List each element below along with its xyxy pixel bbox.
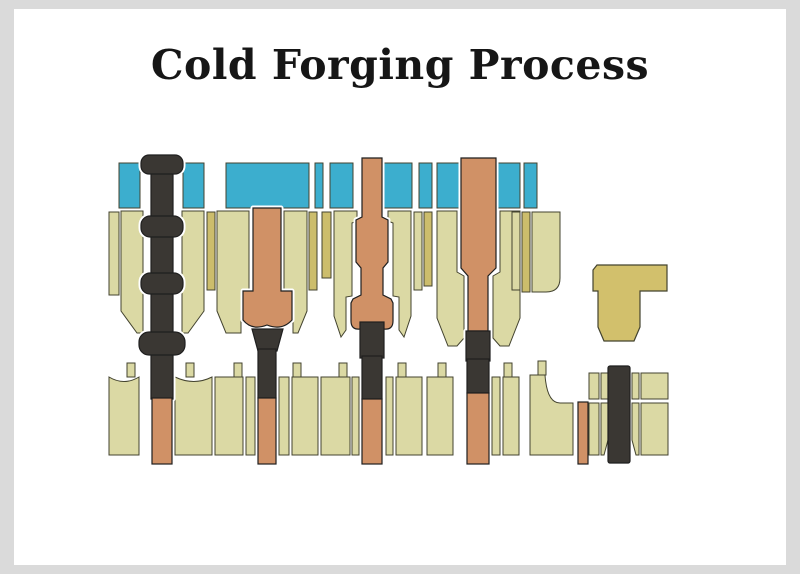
- workpiece-strip: [577, 401, 589, 465]
- bottom-die: [385, 376, 394, 456]
- bottom-die: [351, 376, 360, 456]
- punch-station-2: [257, 348, 277, 399]
- die-pin: [338, 362, 348, 378]
- bottom-die: [631, 402, 640, 456]
- bottom-die: [631, 372, 640, 400]
- bottom-die: [214, 376, 244, 456]
- bottom-die: [640, 402, 669, 456]
- top-plate: [225, 162, 310, 209]
- top-plate: [383, 162, 413, 209]
- ejector-pin: [607, 365, 631, 464]
- bottom-die: [245, 376, 256, 456]
- upper-dies: [108, 210, 561, 347]
- upper-die: [531, 211, 561, 293]
- top-plate: [329, 162, 354, 209]
- workpiece-station-2: [242, 207, 293, 328]
- bottom-die: [320, 376, 351, 456]
- station-4: [460, 157, 497, 465]
- bottom-die: [278, 376, 290, 456]
- die-strip: [511, 211, 521, 291]
- bottom-die: [291, 376, 319, 456]
- station-3: [350, 157, 394, 465]
- die-pin: [503, 362, 513, 378]
- bottom-die: [426, 376, 454, 456]
- die-strip: [108, 211, 120, 296]
- diagram-title: Cold Forging Process: [150, 41, 650, 89]
- die-pin: [126, 362, 136, 378]
- upper-die: [120, 210, 144, 334]
- die-strip: [206, 211, 216, 291]
- top-plate: [182, 162, 205, 209]
- punch-collar: [138, 331, 186, 356]
- punch-station-2: [251, 328, 284, 352]
- top-plates-row: [118, 162, 538, 209]
- bottom-die: [588, 372, 600, 400]
- punch-station-4: [465, 330, 491, 362]
- top-plate: [418, 162, 433, 209]
- bottom-die: [588, 402, 600, 456]
- bottom-die: [491, 376, 501, 456]
- upper-die: [333, 210, 358, 339]
- workpiece-station-4: [466, 392, 490, 465]
- punch-collar: [140, 215, 184, 238]
- station-1: [138, 154, 186, 465]
- die-strip: [413, 211, 423, 291]
- station-2: [242, 207, 293, 465]
- top-plate: [314, 162, 324, 209]
- bottom-die: [174, 376, 213, 456]
- bottom-die: [502, 376, 520, 456]
- bottom-dies: [108, 360, 574, 456]
- upper-die: [387, 210, 412, 339]
- punch-station-4: [466, 358, 490, 394]
- top-plate: [523, 162, 538, 209]
- die-strip: [308, 211, 318, 291]
- die-strip: [423, 211, 433, 287]
- workpiece-station-2: [257, 397, 277, 465]
- bottom-die: [600, 372, 609, 400]
- die-pin: [292, 362, 302, 378]
- die-strip: [521, 211, 531, 293]
- bottom-die: [640, 372, 669, 400]
- die-pin: [437, 362, 447, 378]
- die-pin: [537, 360, 547, 376]
- die-strip: [321, 211, 332, 279]
- die-pin: [397, 362, 407, 378]
- workpiece-station-1: [151, 397, 173, 465]
- ejection-station: [577, 365, 669, 465]
- top-plate: [118, 162, 141, 209]
- finished-part: [592, 264, 668, 342]
- punch-station-3: [359, 321, 385, 359]
- punch-station-3: [361, 355, 383, 400]
- workpiece-station-3: [361, 398, 383, 465]
- bottom-die: [395, 376, 423, 456]
- upper-die: [181, 210, 205, 334]
- die-pin: [233, 362, 243, 378]
- punch-collar: [140, 272, 184, 295]
- die-pin: [185, 362, 195, 378]
- punch-collar: [140, 154, 184, 175]
- bottom-die: [600, 402, 609, 456]
- bottom-die: [108, 376, 140, 456]
- bottom-die: [529, 374, 574, 456]
